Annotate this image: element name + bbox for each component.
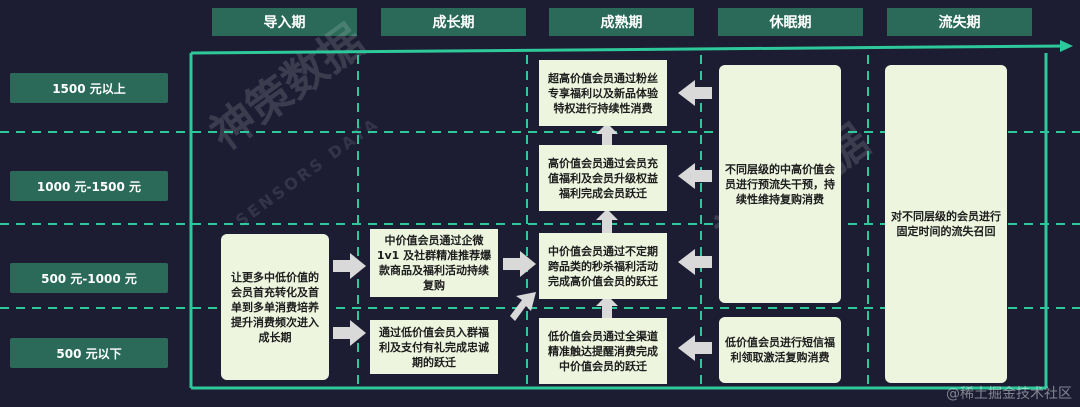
- arrow-intro-to-growth-mid: [333, 253, 366, 279]
- arrow-dormant-to-mature-high: [678, 163, 712, 189]
- box-mature-high: 高价值会员通过会员充值福利及会员升级权益福利完成会员跃迁: [539, 145, 667, 211]
- stage-header-intro: 导入期: [212, 8, 357, 36]
- tier-label-1500-plus: 1500 元以上: [10, 73, 168, 103]
- box-intro: 让更多中低价值的会员首充转化及首单到多单消费培养提升消费频次进入成长期: [221, 234, 329, 380]
- tier-label-1000-1500: 1000 元-1500 元: [10, 171, 168, 201]
- arrow-growth-low-to-mature-mid: [510, 292, 536, 321]
- stage-header-dormant: 休眠期: [718, 8, 863, 36]
- box-growth-low: 通过低价值会员入群福利及支付有礼完成忠诚期的跃迁: [370, 320, 498, 374]
- box-mature-top: 超高价值会员通过粉丝专享福利以及新品体验特权进行持续性消费: [539, 60, 667, 126]
- stage-header-churn: 流失期: [887, 8, 1032, 36]
- arrow-mature-high-to-top: [596, 123, 618, 147]
- arrow-mature-low-to-mid: [596, 295, 618, 319]
- box-dormant-high: 不同层级的中高价值会员进行预流失干预，持续性维持复购消费: [719, 65, 841, 303]
- arrow-dormant-to-mature-mid: [678, 249, 712, 275]
- box-dormant-low: 低价值会员进行短信福利领取激活复购消费: [719, 317, 841, 383]
- box-churn: 对不同层级的会员进行固定时间的流失召回: [885, 65, 1007, 383]
- timeline-arrowhead: [1060, 40, 1073, 52]
- box-mature-low: 低价值会员通过全渠道精准触达提醒消费完成中价值会员的跃迁: [539, 318, 667, 384]
- frame-border: [189, 40, 1073, 390]
- stage-separators: [357, 55, 869, 386]
- arrow-dormant-to-mature-top: [678, 80, 712, 106]
- box-mature-mid: 中价值会员通过不定期跨品类的秒杀福利活动完成高价值会员的跃迁: [539, 233, 667, 299]
- arrow-dormant-low-to-mature-low: [678, 335, 712, 361]
- arrow-mature-mid-to-high: [596, 209, 618, 233]
- arrow-growth-mid-to-mature: [503, 251, 536, 277]
- flow-arrows: [333, 80, 712, 361]
- tier-label-below-500: 500 元以下: [10, 338, 168, 368]
- credit-watermark: @稀土掘金技术社区: [946, 386, 1072, 402]
- tier-label-500-1000: 500 元-1000 元: [10, 263, 168, 293]
- stage-header-mature: 成熟期: [549, 8, 694, 36]
- arrow-intro-to-growth-low: [333, 320, 366, 346]
- stage-header-growth: 成长期: [381, 8, 526, 36]
- box-growth-mid: 中价值会员通过企微 1v1 及社群精准推荐爆款商品及福利活动持续复购: [370, 229, 498, 297]
